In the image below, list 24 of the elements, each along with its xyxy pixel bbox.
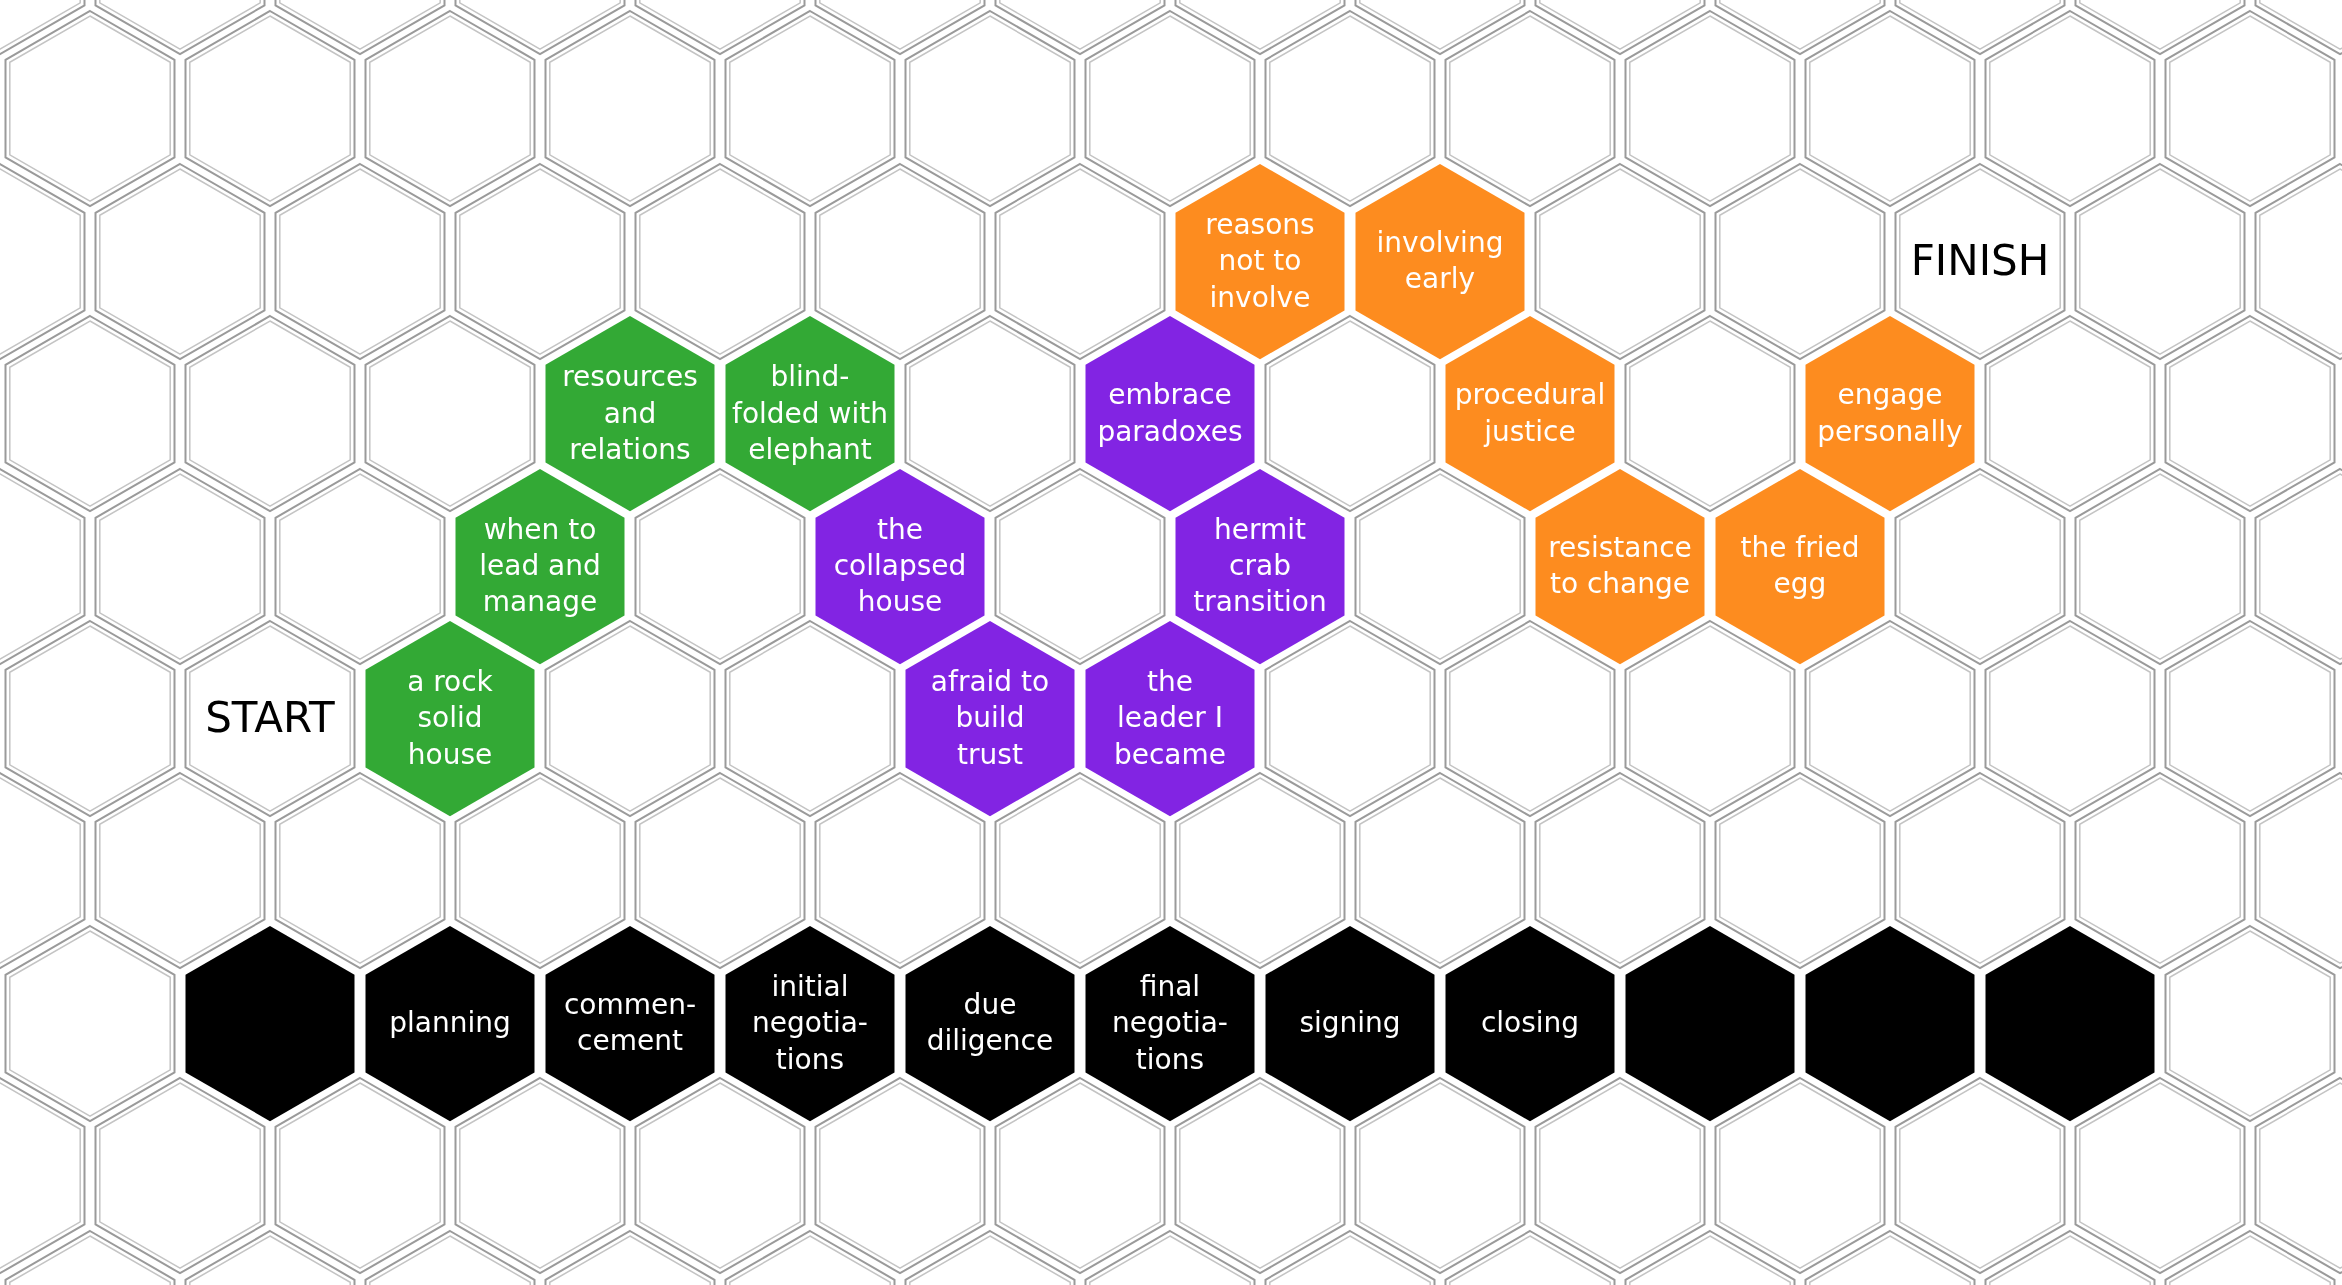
tile-label: FINISH [1909, 235, 2051, 288]
tile-label: the fried egg [1739, 529, 1861, 603]
tile-label: due diligence [925, 987, 1055, 1060]
tile-label: START [204, 692, 336, 745]
tile-label: hermit crab transition [1192, 511, 1328, 621]
tile-label: the leader I became [1112, 664, 1227, 773]
tile-label: embrace paradoxes [1096, 377, 1244, 450]
tile-label: planning [388, 1005, 512, 1042]
tile-label: initial negotia- tions [751, 968, 869, 1078]
tile-label: when to lead and manage [478, 511, 602, 621]
tile-label: blind- folded with elephant [731, 359, 889, 468]
tile-label: reasons not to involve [1204, 206, 1316, 316]
tile-label: engage personally [1816, 377, 1964, 450]
tile-label: afraid to build trust [929, 664, 1051, 773]
tile-label: signing [1298, 1005, 1402, 1042]
tile-label: resistance to change [1547, 529, 1693, 603]
tile-label: final negotia- tions [1111, 968, 1229, 1078]
tile-label: commen- cement [562, 987, 698, 1060]
tile-label: procedural justice [1453, 377, 1607, 450]
tile-label: closing [1479, 1005, 1581, 1042]
tile-label: resources and relations [561, 359, 699, 468]
tile-label: a rock solid house [406, 664, 494, 773]
tile-label: involving early [1375, 225, 1505, 298]
tile-label: the collapsed house [832, 511, 968, 621]
